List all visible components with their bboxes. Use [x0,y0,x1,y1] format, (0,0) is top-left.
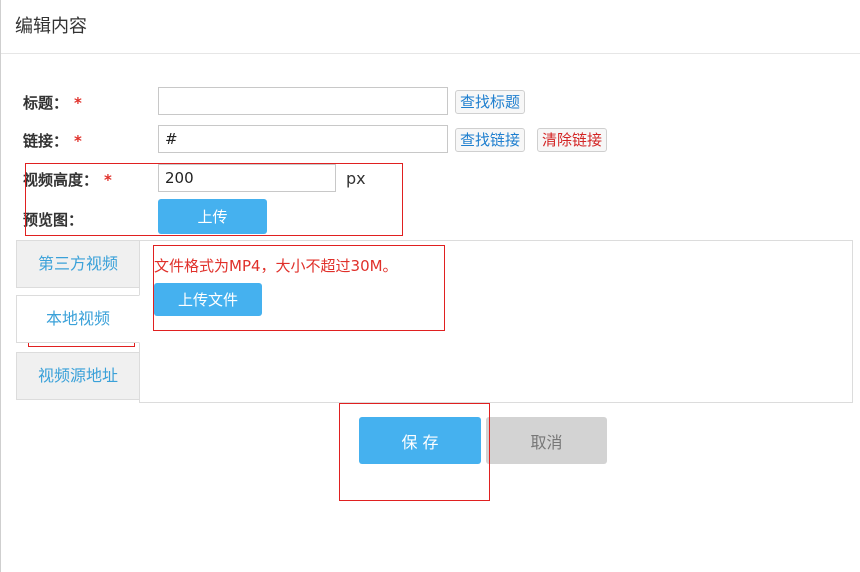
title-required-mark: * [74,94,82,112]
link-label-text: 链接： [23,132,69,150]
preview-label: 预览图： [23,211,84,229]
find-link-button[interactable]: 查找链接 [455,128,526,152]
tab-third-party-video[interactable]: 第三方视频 [16,240,140,288]
upload-preview-button[interactable]: 上传 [158,199,267,234]
link-required-mark: * [74,132,82,150]
video-height-label: 视频高度： * [23,169,112,190]
height-unit-label: px [346,169,366,188]
cancel-button[interactable]: 取消 [486,417,607,464]
title-label-text: 标题： [23,94,69,112]
upload-file-button[interactable]: 上传文件 [154,283,262,316]
title-input[interactable] [158,87,448,115]
tab-video-source-url[interactable]: 视频源地址 [16,352,140,400]
file-format-hint: 文件格式为MP4，大小不超过30M。 [154,257,398,275]
title-label: 标题： * [23,92,82,113]
link-label: 链接： * [23,130,82,151]
dialog-title: 编辑内容 [15,16,87,37]
save-button[interactable]: 保 存 [359,417,481,464]
video-height-label-text: 视频高度： [23,171,99,189]
video-height-required-mark: * [104,171,112,189]
tab-local-video[interactable]: 本地视频 [16,295,140,343]
video-height-input[interactable] [158,164,336,192]
local-video-panel [139,240,853,403]
find-title-button[interactable]: 查找标题 [455,90,526,114]
clear-link-button[interactable]: 清除链接 [537,128,608,152]
link-input[interactable] [158,125,448,153]
dialog-header: 编辑内容 [1,0,860,54]
